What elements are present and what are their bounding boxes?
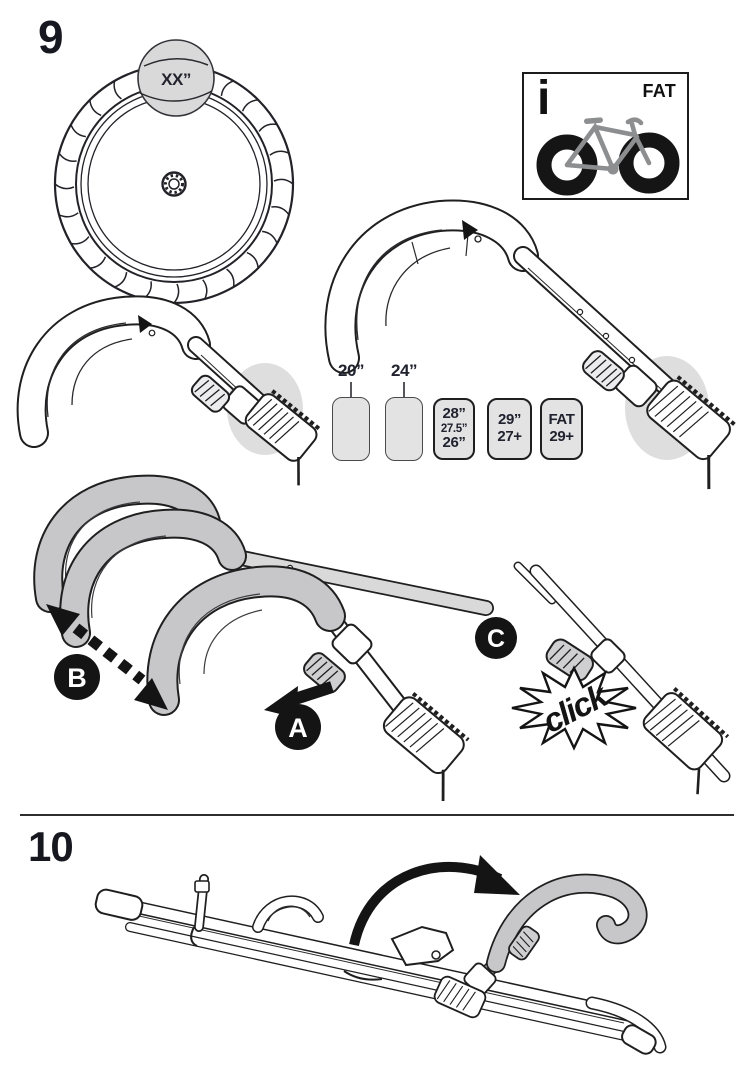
size-line: 27+ xyxy=(497,428,522,445)
size-box-20 xyxy=(332,397,370,461)
arm-long-illustration xyxy=(324,199,736,490)
arm-tube xyxy=(513,246,678,398)
magnifier-bubble: XX” xyxy=(137,39,215,117)
size-label-20: 20” xyxy=(338,361,364,380)
rack-rail xyxy=(101,894,643,1044)
arm-hook xyxy=(324,199,539,374)
ratchet-clamp xyxy=(382,692,470,801)
ratchet-clamp xyxy=(646,375,736,490)
svg-text:A: A xyxy=(288,713,308,743)
wheel-strap xyxy=(190,874,210,947)
svg-text:B: B xyxy=(67,663,87,693)
rail-end-cap xyxy=(94,888,144,921)
step-10-number: 10 xyxy=(28,823,74,870)
arm-position-front xyxy=(146,565,470,801)
wheel-size-placeholder: XX” xyxy=(161,70,191,89)
frame-clamp xyxy=(343,925,455,981)
release-knob xyxy=(190,374,231,413)
fat-info-box: i FAT xyxy=(522,72,689,200)
raised-arm xyxy=(433,873,648,1019)
rotate-arrow-icon xyxy=(349,855,520,947)
size-line: 29+ xyxy=(549,428,574,445)
ratchet-clamp xyxy=(433,975,487,1019)
section-divider xyxy=(20,814,734,816)
click-closeup-illustration: click C xyxy=(475,561,731,795)
pivot-arrow-icon xyxy=(462,220,478,240)
size-line: 27.5” xyxy=(440,422,468,435)
release-knob xyxy=(582,350,625,392)
badge-a: A xyxy=(275,704,321,750)
step-9-number: 9 xyxy=(38,11,64,63)
size-line: 28” xyxy=(442,404,466,422)
size-line: 29” xyxy=(498,411,521,429)
rear-wheel-tray xyxy=(585,996,667,1055)
info-icon: i xyxy=(537,72,551,125)
size-label-24: 24” xyxy=(391,361,417,380)
arm-position-middle xyxy=(59,508,494,648)
arm-position-back xyxy=(33,474,221,613)
fat-label: FAT xyxy=(642,81,676,101)
svg-text:C: C xyxy=(487,625,505,653)
badge-b: B xyxy=(54,654,100,700)
ratchet-clamp xyxy=(244,389,322,486)
arm-adjustment-illustration: B A xyxy=(33,474,494,801)
rack-fold-up-illustration xyxy=(94,855,667,1055)
release-knob xyxy=(303,652,346,694)
badge-c: C xyxy=(475,617,517,659)
slide-arrow-icon xyxy=(46,604,168,710)
size-line: FAT xyxy=(548,411,575,429)
arm-hook xyxy=(16,295,211,448)
pointer-line xyxy=(350,382,352,406)
release-knob xyxy=(508,925,540,961)
wheel-illustration: XX” xyxy=(53,39,295,305)
fat-bike-icon xyxy=(536,117,680,196)
size-box-29: 29” 27+ xyxy=(487,398,532,460)
pointer-line xyxy=(403,382,405,406)
size-line: 26” xyxy=(442,434,466,452)
release-knob xyxy=(545,638,594,682)
pivot-arrow-icon xyxy=(138,315,152,333)
front-wheel-holder xyxy=(252,895,324,933)
size-box-fat: FAT 29+ xyxy=(540,398,583,460)
hinge-collar xyxy=(590,638,626,674)
arm-short-illustration xyxy=(16,295,322,486)
click-burst: click xyxy=(511,665,637,751)
size-box-24 xyxy=(385,397,423,461)
size-box-28: 28” 27.5” 26” xyxy=(433,398,475,460)
